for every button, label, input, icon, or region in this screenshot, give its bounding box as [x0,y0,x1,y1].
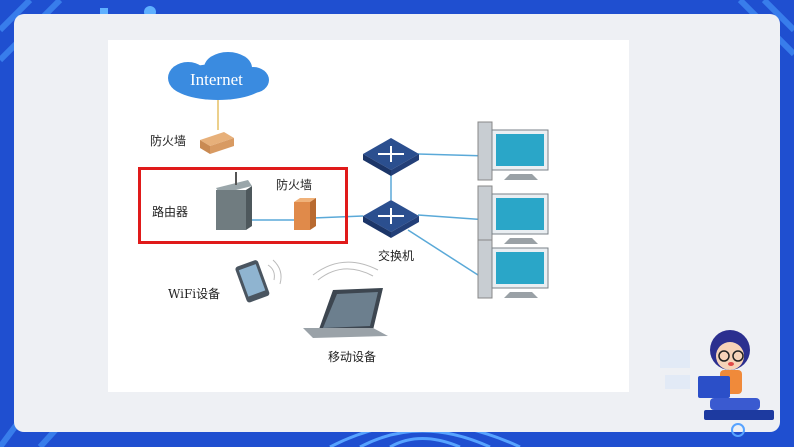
switch-top-icon [363,138,419,176]
laptop-signal-icon [312,261,379,281]
firewall-inner-icon [294,198,316,230]
switch-bottom-icon [363,200,419,238]
firewall-top-icon [200,132,234,154]
pc-3-icon [477,239,549,299]
mobile-device-label: 移动设备 [328,350,377,364]
firewall-inner-label: 防火墙 [276,178,313,192]
firewall-top-label: 防火墙 [150,134,187,148]
switch-pc3-line [407,229,479,276]
pc-1-icon [477,121,549,181]
diagram-graphics [168,52,549,338]
network-diagram: Internet 防火墙 路由器 防火墙 交换机 WiFi设备 移动设备 [108,40,629,392]
internet-label: Internet [190,70,243,89]
router-firewall-highlight [138,167,348,244]
wifi-phone-icon [235,260,270,303]
router-label: 路由器 [152,205,189,219]
firewall-switch-line [312,215,364,219]
student-character-illustration [660,330,774,437]
laptop-icon [303,288,388,338]
switch-label: 交换机 [378,249,415,263]
switch-pc2-line [417,214,489,221]
router-icon [216,172,252,230]
internet-cloud-icon [168,52,269,100]
wifi-device-label: WiFi设备 [168,287,221,301]
switch-pc1-line [417,153,489,157]
wifi-signal-icon [267,259,282,285]
pc-2-icon [477,185,549,245]
